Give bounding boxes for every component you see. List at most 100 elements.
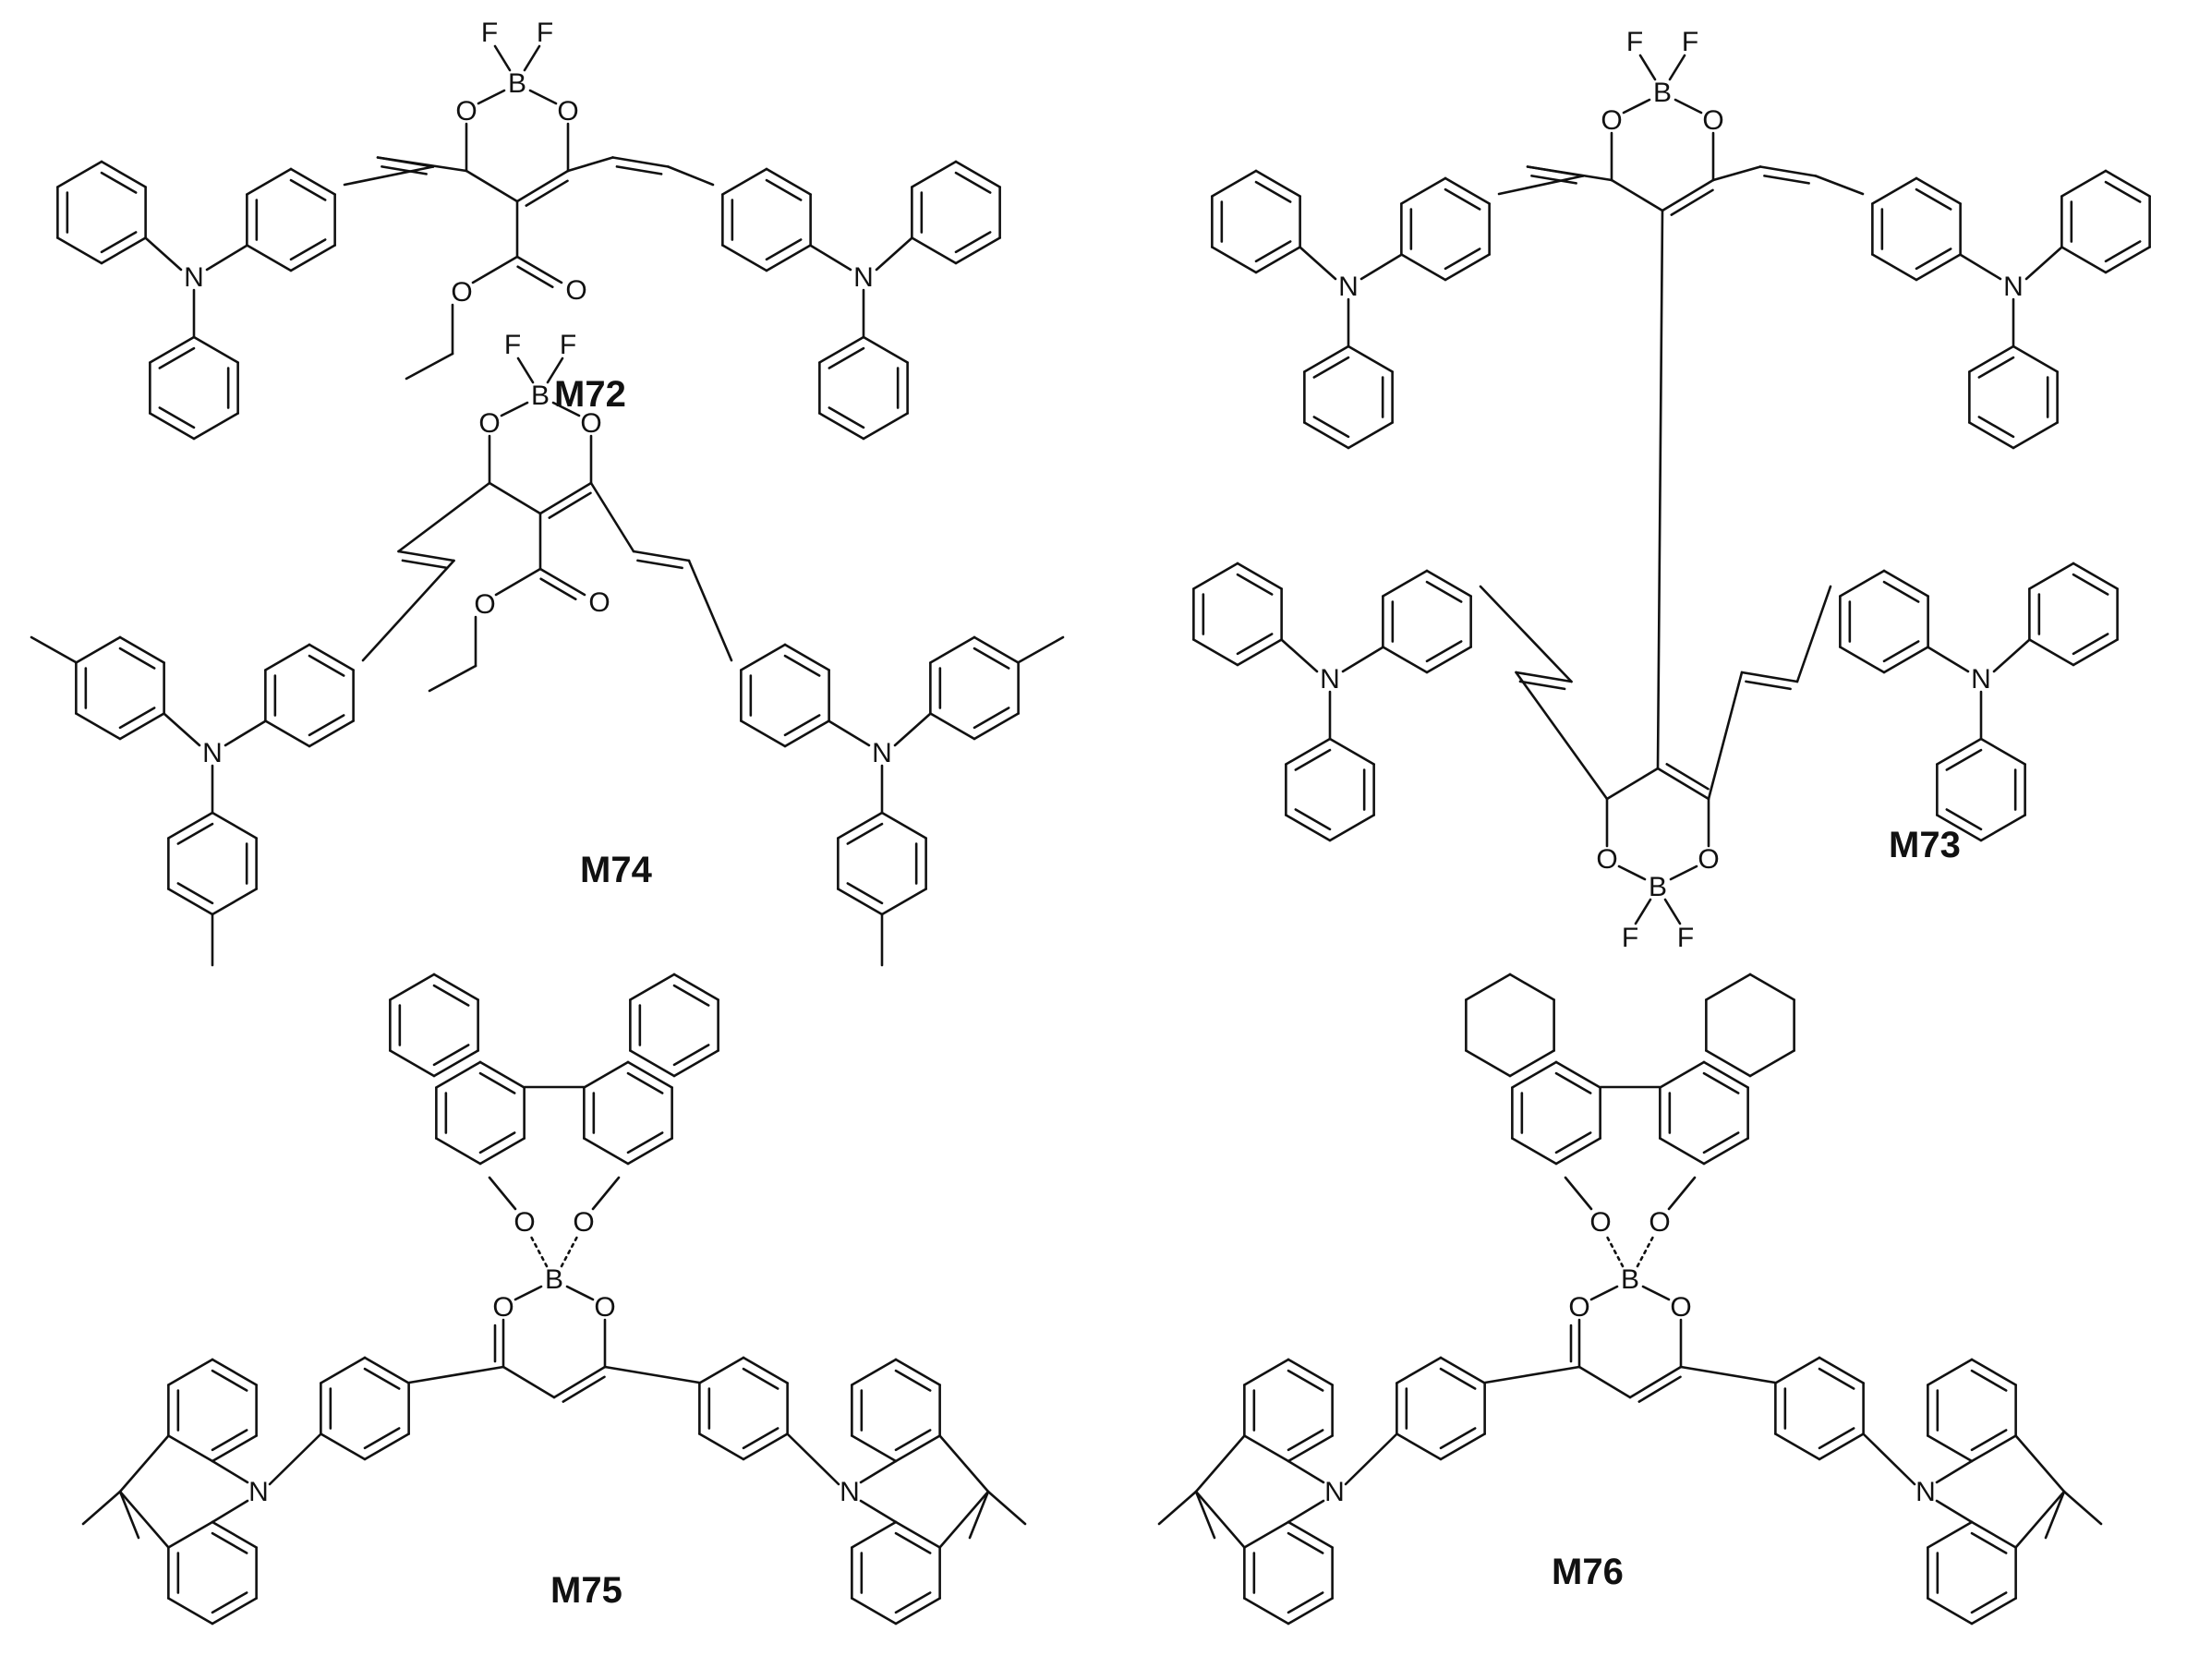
- aromatic-bond: [1702, 1131, 1740, 1154]
- aromatic-bond: [1444, 187, 1481, 211]
- bond: [1236, 562, 1283, 590]
- atom-f: F: [560, 330, 576, 360]
- double-bond: [1763, 175, 1810, 185]
- bond: [1605, 767, 1660, 801]
- bond: [308, 643, 355, 671]
- double-bond: [539, 577, 577, 601]
- atom-b: B: [1649, 872, 1667, 902]
- bond: [1303, 344, 1350, 373]
- bond: [1439, 1356, 1486, 1384]
- bond: [1564, 1176, 1593, 1211]
- aromatic-bond: [1945, 748, 1983, 771]
- bond: [361, 559, 455, 662]
- atom-o: O: [1596, 844, 1617, 875]
- bond: [667, 165, 715, 187]
- dative-bond: [560, 1233, 580, 1268]
- bond: [893, 712, 932, 747]
- bond: [538, 481, 593, 515]
- dative-bond: [1636, 1233, 1656, 1268]
- aromatic-bond: [1287, 1531, 1324, 1554]
- bond: [765, 244, 812, 272]
- bond: [149, 412, 196, 441]
- bond: [1882, 646, 1929, 674]
- bond: [515, 169, 570, 203]
- bond: [1862, 1432, 1916, 1486]
- bond: [1303, 421, 1350, 450]
- bond: [167, 1358, 214, 1386]
- aromatic-bond: [211, 1429, 248, 1452]
- atom-n: N: [2003, 272, 2024, 302]
- atom-f: F: [1622, 923, 1638, 953]
- aromatic-bond: [828, 346, 865, 369]
- atom-o: O: [573, 1207, 594, 1238]
- bond: [1927, 1597, 1974, 1626]
- bond: [1425, 646, 1472, 674]
- bond: [1508, 1049, 1555, 1078]
- bond: [551, 401, 581, 417]
- bond: [211, 1597, 258, 1626]
- bond: [611, 156, 670, 168]
- bond: [488, 481, 542, 515]
- atom-n: N: [202, 738, 223, 768]
- bond: [320, 1432, 367, 1461]
- bond: [1287, 1520, 1334, 1549]
- label-m72: M72: [554, 374, 626, 415]
- double-bond: [1665, 763, 1710, 791]
- aromatic-bond: [1312, 356, 1350, 379]
- bond: [308, 719, 355, 748]
- bond: [1795, 585, 1832, 683]
- bond: [1927, 1358, 1974, 1386]
- bond: [783, 643, 830, 671]
- double-bond: [1745, 680, 1792, 691]
- bond: [1935, 1499, 1974, 1524]
- bond: [1483, 1365, 1581, 1384]
- aromatic-bond: [1425, 580, 1463, 603]
- bond: [828, 719, 871, 747]
- bond: [1968, 421, 2015, 450]
- bond: [118, 1490, 170, 1549]
- bond: [742, 1356, 789, 1384]
- bond: [264, 643, 311, 671]
- bond: [818, 412, 865, 441]
- bond: [167, 811, 214, 840]
- bond: [1915, 253, 1962, 282]
- bond: [698, 1356, 745, 1384]
- bond: [1871, 176, 1918, 205]
- dative-bond: [528, 1233, 549, 1268]
- aromatic-bond: [176, 882, 214, 905]
- bond: [911, 160, 958, 188]
- bond: [929, 712, 976, 741]
- bond: [629, 973, 676, 1001]
- bond: [809, 244, 852, 272]
- bond: [1254, 246, 1301, 274]
- atom-o: O: [1589, 1207, 1611, 1238]
- double-bond: [636, 559, 683, 570]
- bond: [56, 160, 103, 188]
- bond: [566, 156, 614, 173]
- aromatic-bond: [308, 654, 345, 677]
- bond: [954, 160, 1001, 188]
- aromatic-bond: [1970, 1591, 2008, 1614]
- aromatic-bond: [1945, 808, 1983, 831]
- bond: [389, 973, 436, 1001]
- bond: [786, 1432, 840, 1486]
- bond: [1659, 1060, 1706, 1089]
- aromatic-bond: [846, 882, 884, 905]
- aromatic-bond: [1915, 248, 1952, 271]
- bond: [1157, 1490, 1198, 1526]
- bond: [1711, 165, 1762, 182]
- bond: [698, 1432, 745, 1461]
- bond: [1554, 1060, 1601, 1089]
- aromatic-bond: [1444, 248, 1481, 271]
- bond: [465, 169, 519, 203]
- bond: [2024, 246, 2063, 281]
- bond: [1328, 814, 1375, 842]
- bond: [488, 1176, 517, 1211]
- bond: [211, 1459, 249, 1484]
- bond: [851, 1434, 898, 1463]
- atom-o: O: [478, 408, 500, 439]
- bond: [435, 1137, 482, 1166]
- bond: [1659, 1137, 1706, 1166]
- bond: [1705, 1049, 1752, 1078]
- bond: [1194, 1490, 1246, 1549]
